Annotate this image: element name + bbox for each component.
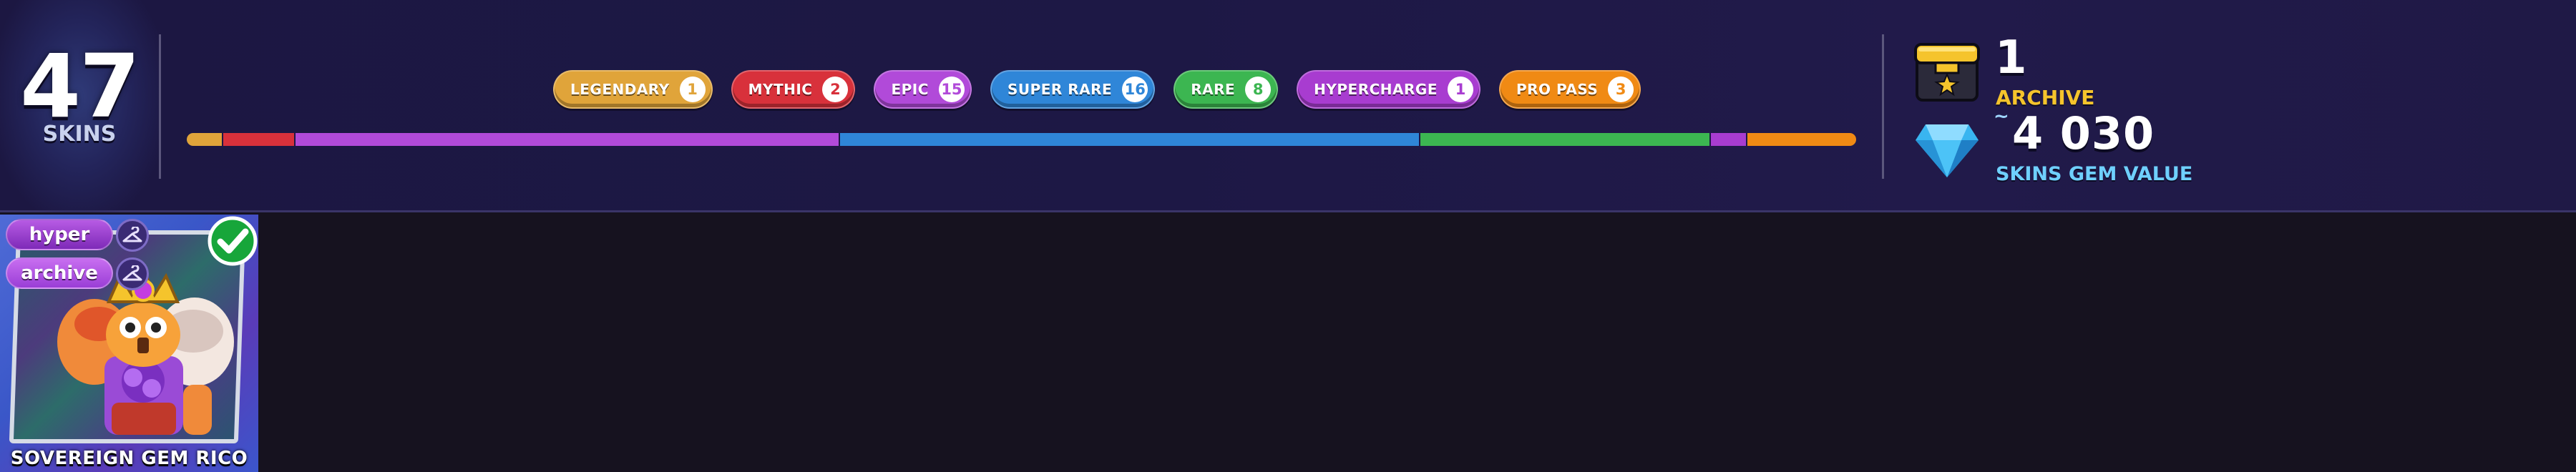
- gem-value: 4 030: [2012, 107, 2155, 159]
- rarity-pill-mythic[interactable]: MYTHIC 2: [731, 70, 856, 109]
- rarity-pill-label: EPIC: [891, 81, 929, 98]
- rarity-pill-count: 16: [1122, 77, 1148, 102]
- bar-segment-super-rare: [839, 133, 1421, 146]
- gem-icon: [1916, 124, 1979, 177]
- skins-count-label: SKINS: [42, 122, 117, 147]
- rarity-pill-count: 2: [822, 77, 849, 102]
- rarity-pill-label: RARE: [1191, 81, 1236, 98]
- rarity-pill-label: MYTHIC: [748, 81, 813, 98]
- bar-segment-legendary: [187, 133, 223, 146]
- bar-segment-hypercharge: [1711, 133, 1747, 146]
- archive-chest-icon: [1914, 43, 1980, 102]
- rarity-pill-count: 8: [1245, 77, 1272, 102]
- rarity-pill-hypercharge[interactable]: HYPERCHARGE 1: [1297, 70, 1480, 109]
- rarity-pill-count: 1: [1448, 77, 1473, 102]
- hanger-icon: [116, 257, 149, 290]
- skin-portrait: [57, 265, 234, 435]
- tag-archive[interactable]: archive: [6, 257, 113, 289]
- rarity-pill-super-rare[interactable]: SUPER RARE 16: [990, 70, 1156, 109]
- rarity-pill-legendary[interactable]: LEGENDARY 1: [553, 70, 713, 109]
- tag-hyper[interactable]: hyper: [6, 219, 113, 250]
- rarity-pill-pro-pass[interactable]: PRO PASS 3: [1499, 70, 1641, 109]
- bar-segment-epic: [296, 133, 840, 146]
- skins-count: 47: [20, 36, 140, 137]
- rarity-pill-label: SUPER RARE: [1007, 81, 1113, 98]
- rarity-distribution-bar: [187, 133, 1856, 146]
- rarity-pill-count: 15: [938, 77, 965, 102]
- hanger-icon: [116, 219, 149, 252]
- header-divider-left: [159, 34, 161, 179]
- rarity-pill-label: PRO PASS: [1516, 81, 1599, 98]
- rarity-pill-label: HYPERCHARGE: [1314, 81, 1438, 98]
- skins-count-box: 47 SKINS: [0, 0, 159, 212]
- gem-value-label: SKINS GEM VALUE: [1996, 163, 2193, 185]
- tag-label: archive: [21, 262, 98, 284]
- rarity-pill-count: 3: [1608, 77, 1634, 102]
- rarity-pill-count: 1: [679, 77, 706, 102]
- archive-label: ARCHIVE: [1996, 86, 2095, 109]
- rarity-filter-pills: LEGENDARY 1 MYTHIC 2 EPIC 15 SUPER RARE 16 RARE 8…: [553, 70, 1641, 109]
- approx-symbol: ~: [1994, 106, 2009, 127]
- archive-count: 1: [1995, 31, 2027, 84]
- tag-label: hyper: [29, 224, 90, 245]
- skin-name: SOVEREIGN GEM RICO: [10, 448, 248, 469]
- rarity-pill-epic[interactable]: EPIC 15: [874, 70, 972, 109]
- owned-check-icon: [208, 216, 258, 266]
- rarity-pill-label: LEGENDARY: [570, 81, 670, 98]
- bar-segment-rare: [1420, 133, 1712, 146]
- skin-card[interactable]: hyper archive SOVEREIGN GEM RICO: [0, 215, 258, 472]
- header-divider-right: [1882, 34, 1884, 179]
- bar-segment-mythic: [223, 133, 296, 146]
- rarity-pill-rare[interactable]: RARE 8: [1174, 70, 1279, 109]
- bar-segment-pro-pass: [1747, 133, 1856, 146]
